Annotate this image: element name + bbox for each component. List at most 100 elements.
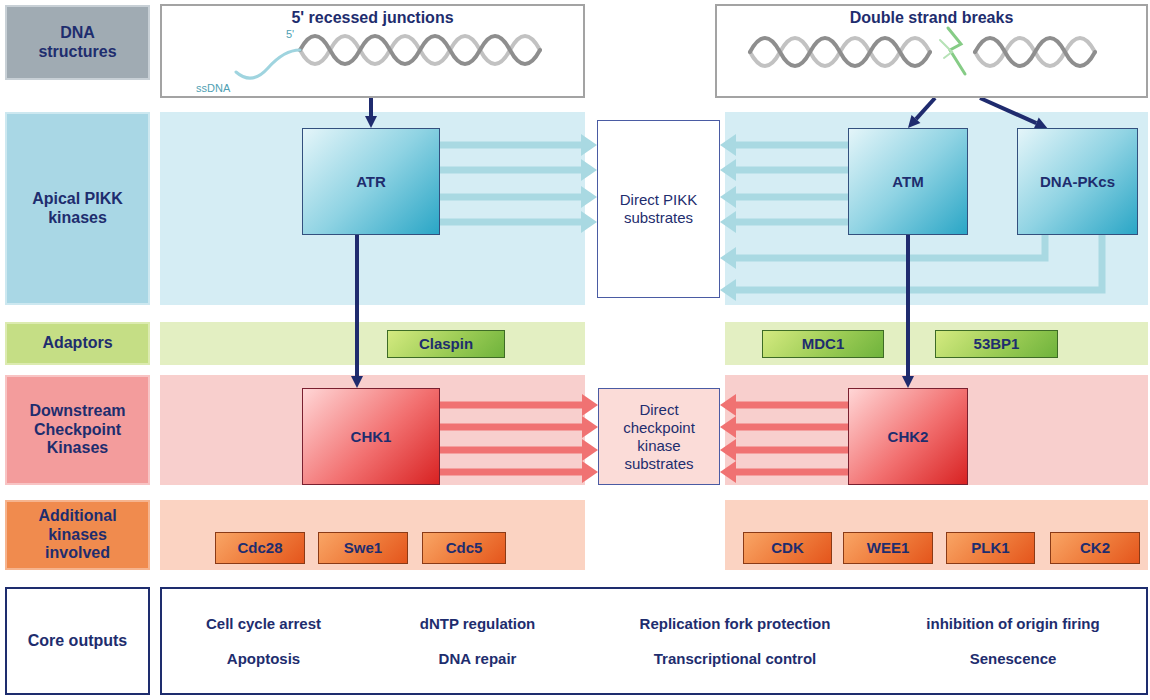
node-text: Adaptors xyxy=(42,334,112,352)
node-text: Direct checkpoint kinase substrates xyxy=(607,401,711,473)
node-text: Swe1 xyxy=(344,539,382,556)
dna-strand xyxy=(300,36,540,64)
node-text: Cdc5 xyxy=(446,539,483,556)
node-text: 5' recessed junctions xyxy=(162,9,583,27)
illustration-label: ssDNA xyxy=(196,82,230,94)
connector-arrow xyxy=(440,402,582,409)
band xyxy=(725,500,1148,570)
band xyxy=(725,112,1148,305)
dna-illustration xyxy=(236,28,1095,78)
break-symbol xyxy=(940,40,952,58)
kinase-box: Cdc28 xyxy=(215,532,305,564)
kinase-box: PLK1 xyxy=(946,532,1035,564)
node-text: DNA structures xyxy=(21,24,134,61)
node-text: ATR xyxy=(356,173,386,190)
dna-strand xyxy=(975,38,1095,66)
connector-arrow xyxy=(736,447,848,454)
connector-arrow xyxy=(916,98,935,119)
node-text: Claspin xyxy=(419,335,473,352)
node-text: dNTP regulation xyxy=(420,615,536,632)
adaptor-box: 53BP1 xyxy=(935,330,1058,358)
kinase-box: CDK xyxy=(743,532,832,564)
illustration-label: 5' xyxy=(286,28,294,40)
connector-arrow xyxy=(440,219,581,226)
node-text: DNA repair xyxy=(439,650,517,667)
connector-arrow xyxy=(736,167,848,174)
kinase-box: CHK1 xyxy=(302,388,440,485)
node-text: 53BP1 xyxy=(974,335,1020,352)
connector-arrow xyxy=(736,235,1102,290)
dna-strand xyxy=(750,38,930,66)
node-text: Cdc28 xyxy=(237,539,282,556)
row-label: Apical PIKK kinases xyxy=(5,112,150,305)
node-text: CK2 xyxy=(1080,539,1110,556)
node-text: WEE1 xyxy=(867,539,910,556)
kinase-box: ATM xyxy=(848,128,968,235)
node-text: Senescence xyxy=(970,650,1057,667)
kinase-box: Swe1 xyxy=(318,532,408,564)
dna-strand xyxy=(975,38,1095,66)
node-text: PLK1 xyxy=(971,539,1009,556)
connector-arrow xyxy=(736,402,848,409)
node-text: CHK2 xyxy=(888,428,929,445)
dna-strand xyxy=(300,36,540,64)
row-label: Core outputs xyxy=(5,587,150,695)
node-text: CHK1 xyxy=(351,428,392,445)
connector-arrow xyxy=(736,142,848,149)
node-text: MDC1 xyxy=(802,335,845,352)
connector-arrow xyxy=(736,469,848,476)
node-text: Core outputs xyxy=(28,632,128,650)
kinase-box: CK2 xyxy=(1050,532,1140,564)
node-text: Double strand breaks xyxy=(717,9,1146,27)
band xyxy=(160,375,585,485)
outputs-box: Cell cycle arrest dNTP regulation Replicat… xyxy=(160,587,1148,695)
connector-arrow xyxy=(440,142,581,149)
node-text: Cell cycle arrest xyxy=(206,615,321,632)
row-label: Additional kinases involved xyxy=(5,500,150,570)
node-text: ATM xyxy=(892,173,923,190)
band xyxy=(160,112,585,305)
connector-arrow xyxy=(736,235,1045,258)
node-text: DNA-PKcs xyxy=(1040,173,1115,190)
row-label: Downstream Checkpoint Kinases xyxy=(5,375,150,485)
row-label: Adaptors xyxy=(5,322,150,365)
substrate-box: Direct checkpoint kinase substrates xyxy=(598,388,720,485)
connector-arrow xyxy=(736,194,848,201)
dna-strand xyxy=(750,38,930,66)
connector-arrow xyxy=(906,235,910,376)
node-text: Apical PIKK kinases xyxy=(21,190,134,227)
band xyxy=(725,375,1148,485)
row-label: DNA structures xyxy=(5,5,150,80)
connector-arrow xyxy=(440,469,582,476)
node-text: Apoptosis xyxy=(227,650,300,667)
connector-arrow xyxy=(440,167,581,174)
kinase-box: WEE1 xyxy=(843,532,933,564)
node-text: Direct PIKK substrates xyxy=(606,191,711,227)
node-text: Additional kinases involved xyxy=(21,507,134,562)
connector-arrow xyxy=(369,98,373,116)
adaptor-box: Claspin xyxy=(387,330,505,358)
structure-box: Double strand breaks xyxy=(715,4,1148,98)
node-text: Replication fork protection xyxy=(640,615,831,632)
node-text: inhibition of origin firing xyxy=(926,615,1099,632)
band xyxy=(160,500,585,570)
node-text: Downstream Checkpoint Kinases xyxy=(21,402,134,457)
connector-arrow xyxy=(736,424,848,431)
kinase-box: CHK2 xyxy=(848,388,968,485)
kinase-box: ATR xyxy=(302,128,440,235)
kinase-box: DNA-PKcs xyxy=(1017,128,1138,235)
substrate-box: Direct PIKK substrates xyxy=(597,120,720,298)
connector-arrow xyxy=(355,235,359,376)
connector-arrow xyxy=(440,194,581,201)
connector-arrow xyxy=(980,98,1036,123)
band xyxy=(725,322,1148,365)
kinase-box: Cdc5 xyxy=(422,532,506,564)
connector-arrow xyxy=(440,424,582,431)
connector-arrow xyxy=(736,219,848,226)
node-text: CDK xyxy=(771,539,804,556)
band xyxy=(160,322,585,365)
node-text: Transcriptional control xyxy=(654,650,817,667)
ssdna-strand xyxy=(236,50,300,78)
adaptor-box: MDC1 xyxy=(762,330,884,358)
connector-arrow xyxy=(440,447,582,454)
